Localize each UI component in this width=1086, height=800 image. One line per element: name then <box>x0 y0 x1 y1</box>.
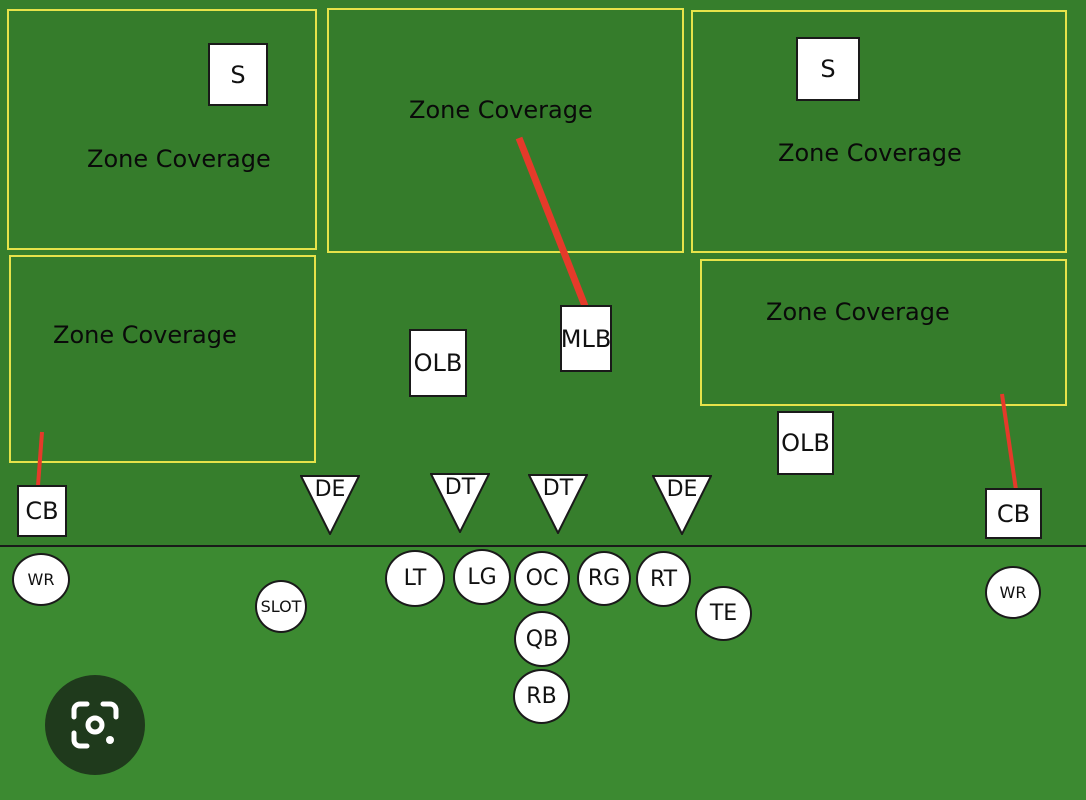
left-tackle: LT <box>385 550 445 607</box>
wide-receiver-right: WR <box>985 566 1041 619</box>
middle-linebacker: MLB <box>560 305 612 372</box>
defensive-end-left: DE <box>300 475 360 535</box>
left-guard: LG <box>453 549 511 605</box>
defensive-tackle-left: DT <box>430 473 490 533</box>
safety-left: S <box>208 43 268 106</box>
slot-receiver: SLOT <box>255 580 307 633</box>
position-label: DT <box>444 475 476 500</box>
safety-right: S <box>796 37 860 101</box>
zone-deep-middle: Zone Coverage <box>327 8 684 253</box>
outside-linebacker-left: OLB <box>409 329 467 397</box>
defensive-tackle-right: DT <box>528 474 588 534</box>
cornerback-left: CB <box>17 485 67 537</box>
position-label: DT <box>542 476 574 501</box>
cornerback-right: CB <box>985 488 1042 539</box>
lens-search-button[interactable] <box>45 675 145 775</box>
right-tackle: RT <box>636 551 691 607</box>
defensive-end-right: DE <box>652 475 712 535</box>
lens-search-icon <box>71 701 119 749</box>
position-label: DE <box>314 477 346 502</box>
right-guard: RG <box>577 551 631 606</box>
line-of-scrimmage <box>0 545 1086 547</box>
zone-deep-right: Zone Coverage <box>691 10 1067 253</box>
center: OC <box>514 551 570 606</box>
zone-flat-left: Zone Coverage <box>9 255 316 463</box>
zone-label: Zone Coverage <box>778 139 962 167</box>
zone-flat-right: Zone Coverage <box>700 259 1067 406</box>
assignment-line-cb-right <box>1000 393 1018 491</box>
position-label: DE <box>666 477 698 502</box>
quarterback: QB <box>514 611 570 667</box>
zone-label: Zone Coverage <box>409 96 593 124</box>
tight-end: TE <box>695 586 752 641</box>
outside-linebacker-right: OLB <box>777 411 834 475</box>
running-back: RB <box>513 669 570 724</box>
zone-label: Zone Coverage <box>53 321 237 349</box>
zone-label: Zone Coverage <box>766 298 950 326</box>
zone-deep-left: Zone Coverage <box>7 9 317 250</box>
zone-label: Zone Coverage <box>87 145 271 173</box>
wide-receiver-left: WR <box>12 553 70 606</box>
